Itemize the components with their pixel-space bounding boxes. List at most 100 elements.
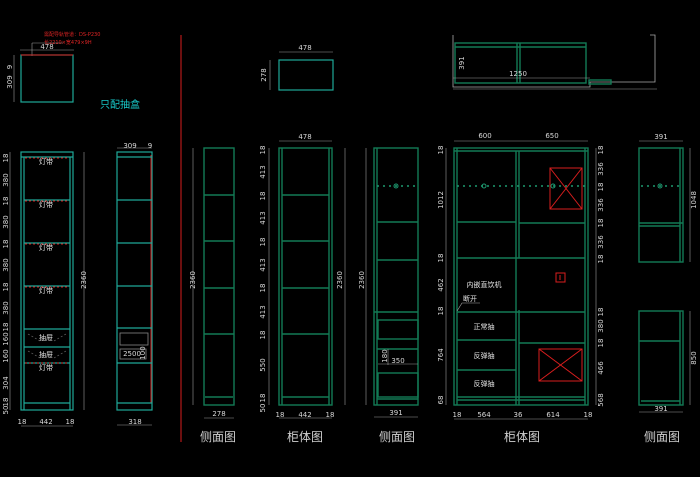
dim: 336: [597, 162, 605, 176]
dim: 336: [597, 235, 605, 249]
dim: 391: [654, 133, 667, 141]
dim: 160: [2, 349, 10, 362]
dim: 1250: [509, 70, 527, 78]
dim: 18: [437, 254, 445, 263]
rebound-drawer-label: 反弹抽: [474, 351, 495, 360]
dim: 18: [597, 339, 605, 348]
dim: 18: [2, 398, 10, 407]
dim: 18: [597, 219, 605, 228]
dim: 413: [259, 165, 267, 178]
dim: 18: [259, 238, 267, 247]
dim: 442: [39, 418, 52, 426]
dim: 100: [139, 346, 147, 359]
dim: 391: [458, 56, 466, 69]
top-plan-view: [452, 34, 657, 90]
dim: 18: [326, 411, 335, 419]
drawer-label: 抽屉: [39, 333, 53, 342]
dim: 18: [597, 308, 605, 317]
appliance-cross-box-bottom: [538, 348, 583, 382]
light-strip-label: 灯带: [39, 286, 53, 295]
cabinet-3-side: [365, 147, 419, 418]
dim: 18: [259, 284, 267, 293]
dim: 18: [2, 283, 10, 292]
dim: 466: [597, 361, 605, 375]
dim: 18: [2, 197, 10, 206]
cut-open-label: 断开: [463, 294, 477, 303]
dim: 2500: [123, 350, 141, 358]
rail-note-2: 长2210×宽479×9H: [44, 39, 92, 46]
dim: 380: [2, 301, 10, 314]
dim: 336: [597, 198, 605, 212]
dim: 50: [2, 406, 10, 415]
dim: 391: [389, 409, 402, 417]
dim: 764: [437, 348, 445, 362]
dim: 391: [654, 405, 667, 413]
dim: 50: [259, 404, 267, 413]
view-title: 柜体图: [504, 430, 540, 444]
light-strip-label: 灯带: [39, 200, 53, 209]
dim: 9: [148, 142, 152, 150]
view-title: 侧面图: [644, 430, 680, 444]
dim: 568: [597, 393, 605, 406]
dim: 1012: [437, 191, 445, 209]
dim: 564: [477, 411, 491, 419]
dim: 478: [40, 43, 53, 51]
drink-machine-label: 内嵌直饮机: [467, 280, 502, 289]
light-strip-label: 灯带: [39, 157, 53, 166]
dim: 18: [437, 307, 445, 316]
dim: 2360: [336, 271, 344, 289]
dim: 309: [123, 142, 136, 150]
view-title: 侧面图: [379, 430, 415, 444]
dim: 68: [437, 396, 445, 405]
dim: 18: [276, 411, 285, 419]
cabinet-1-side: [116, 147, 153, 426]
dim: 413: [259, 211, 267, 224]
dim: 650: [545, 132, 558, 140]
dim: 18: [597, 146, 605, 155]
dim: 18: [2, 240, 10, 249]
dim: 318: [128, 418, 141, 426]
dim: 18: [597, 255, 605, 264]
dim: 18: [66, 418, 75, 426]
dim: 18: [2, 323, 10, 332]
drawer-box-plan: [13, 42, 74, 103]
dim: 380: [2, 215, 10, 228]
right-side-views: [638, 140, 691, 413]
dim: 478: [298, 44, 311, 52]
dim: 478: [298, 133, 311, 141]
dim: 309: [6, 75, 14, 88]
view-title: 柜体图: [287, 430, 323, 444]
dim: 36: [514, 411, 523, 419]
dim: 2360: [80, 271, 88, 289]
red-marker: [555, 272, 566, 283]
dim: 18: [259, 192, 267, 201]
dim: 413: [259, 305, 267, 318]
dim: 18: [584, 411, 593, 419]
cabinet-2-front: [268, 140, 346, 419]
dim: 18: [259, 331, 267, 340]
box-2-plan: [269, 51, 334, 91]
dim: 600: [478, 132, 491, 140]
dim: 18: [437, 146, 445, 155]
dim: 180: [381, 349, 389, 362]
dim: 18: [597, 183, 605, 192]
dim: 304: [2, 376, 10, 390]
dim: 413: [259, 258, 267, 271]
view-title: 侧面图: [200, 430, 236, 444]
dim: 18: [259, 146, 267, 155]
normal-drawer-label: 正常抽: [474, 322, 495, 331]
dim: 278: [260, 68, 268, 81]
drawer-label: 抽屉: [39, 350, 53, 359]
cabinet-2-side: [192, 147, 235, 419]
dim: 2360: [189, 271, 197, 289]
rail-note-1: 需配导轨管道：DS-P230: [44, 31, 100, 38]
dim: 1048: [690, 191, 698, 209]
rebound-drawer-label: 反弹抽: [474, 379, 495, 388]
dim: 278: [212, 410, 225, 418]
dim: 350: [391, 357, 404, 365]
dim: 614: [546, 411, 560, 419]
dim: 2360: [358, 271, 366, 289]
dim: 550: [259, 358, 267, 371]
dim: 160: [2, 332, 10, 345]
